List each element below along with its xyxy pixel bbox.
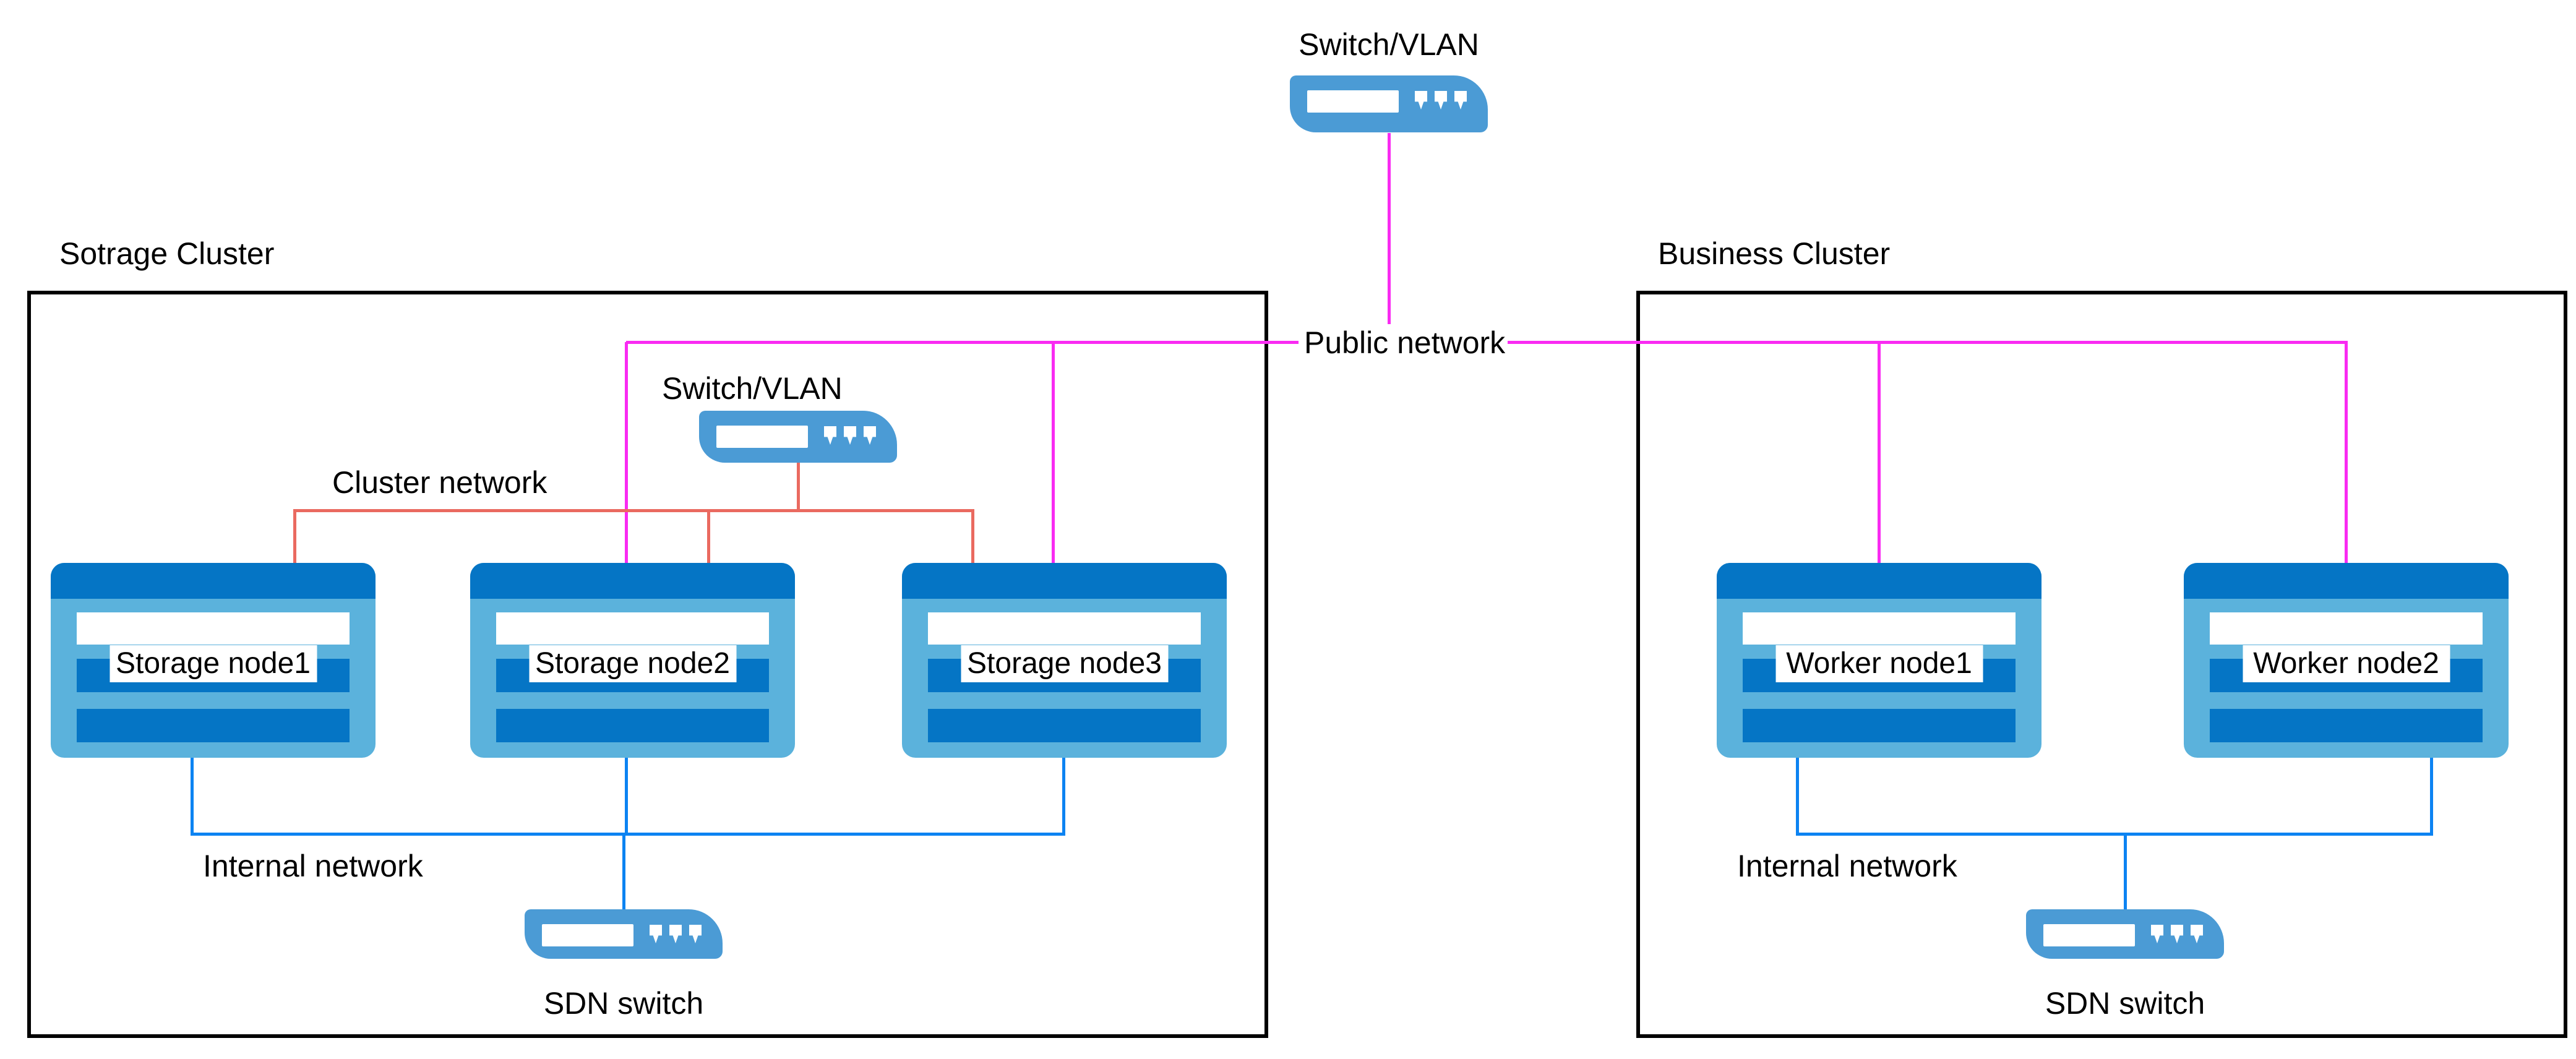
business-cluster-box — [1636, 291, 2567, 1038]
node-label: Storage node3 — [961, 645, 1168, 682]
public-network-drop-worker-node1 — [1878, 342, 1881, 563]
node-label: Worker node2 — [2243, 645, 2450, 682]
public-network-label: Public network — [1302, 324, 1508, 361]
node-header — [2184, 563, 2509, 599]
storage-node3: Storage node3 — [902, 563, 1227, 758]
internal-network-business-bus — [1796, 833, 2433, 836]
switch-screen — [716, 426, 808, 448]
public-network-bus-right-segment — [1499, 341, 2348, 344]
storage-sdn-switch-icon — [525, 909, 723, 959]
internal-network-storage-drop-node2 — [625, 758, 628, 833]
public-network-drop-storage-node3 — [1052, 342, 1055, 563]
node-slot-row — [1743, 709, 2016, 742]
switch-ports-icon — [650, 925, 702, 943]
switch-screen — [1307, 90, 1399, 113]
storage-node2: Storage node2 — [470, 563, 795, 758]
public-network-line-top-switch-drop — [1388, 133, 1391, 327]
storage-switch-label: Switch/VLAN — [662, 371, 843, 406]
node-slot-row — [77, 709, 350, 742]
internal-network-storage-sdn-link — [622, 834, 625, 911]
node-header — [51, 563, 376, 599]
top-switch-label: Switch/VLAN — [1299, 27, 1479, 62]
node-slot-row — [496, 709, 769, 742]
business-cluster-title: Business Cluster — [1658, 236, 1891, 271]
business-sdn-switch-icon — [2026, 909, 2224, 959]
storage-node1: Storage node1 — [51, 563, 376, 758]
node-label: Storage node1 — [109, 645, 317, 682]
internal-network-business-sdn-link — [2124, 834, 2127, 911]
cluster-network-bus — [293, 509, 974, 512]
worker-node2: Worker node2 — [2184, 563, 2509, 758]
business-sdn-label: SDN switch — [2045, 986, 2205, 1021]
node-display-row — [77, 612, 350, 645]
internal-network-storage-label: Internal network — [203, 849, 423, 883]
storage-cluster-title: Sotrage Cluster — [59, 236, 275, 271]
cluster-network-drop-node3 — [971, 509, 974, 563]
node-slot-row — [928, 709, 1201, 742]
cluster-network-label: Cluster network — [332, 465, 547, 500]
switch-ports-icon — [1415, 91, 1467, 109]
cluster-network-drop-node2 — [707, 509, 710, 563]
internal-network-business-drop-worker1 — [1796, 758, 1799, 834]
cluster-network-switch-link — [797, 463, 800, 509]
internal-network-storage-drop-node3 — [1062, 758, 1065, 833]
node-label: Storage node2 — [529, 645, 736, 682]
storage-cluster-box — [27, 291, 1268, 1038]
public-network-drop-storage-node2 — [625, 342, 628, 563]
node-label: Worker node1 — [1775, 645, 1983, 682]
node-display-row — [496, 612, 769, 645]
public-network-bus-left-segment — [626, 341, 1299, 344]
node-display-row — [1743, 612, 2016, 645]
switch-screen — [2043, 924, 2135, 946]
internal-network-storage-bus — [191, 833, 1065, 836]
internal-network-business-drop-worker2 — [2430, 758, 2433, 833]
switch-ports-icon — [2151, 925, 2203, 943]
cluster-network-drop-node1 — [293, 509, 296, 563]
worker-node1: Worker node1 — [1717, 563, 2041, 758]
node-slot-row — [2210, 709, 2483, 742]
node-header — [902, 563, 1227, 599]
top-switch-vlan-icon — [1290, 75, 1488, 132]
node-header — [470, 563, 795, 599]
node-display-row — [928, 612, 1201, 645]
node-header — [1717, 563, 2041, 599]
internal-network-business-label: Internal network — [1737, 849, 1957, 883]
internal-network-storage-drop-node1 — [191, 758, 194, 834]
public-network-drop-worker-node2 — [2345, 342, 2348, 563]
storage-sdn-label: SDN switch — [543, 986, 704, 1021]
switch-screen — [542, 924, 633, 946]
node-display-row — [2210, 612, 2483, 645]
storage-switch-vlan-icon — [699, 411, 897, 463]
switch-ports-icon — [824, 426, 876, 445]
